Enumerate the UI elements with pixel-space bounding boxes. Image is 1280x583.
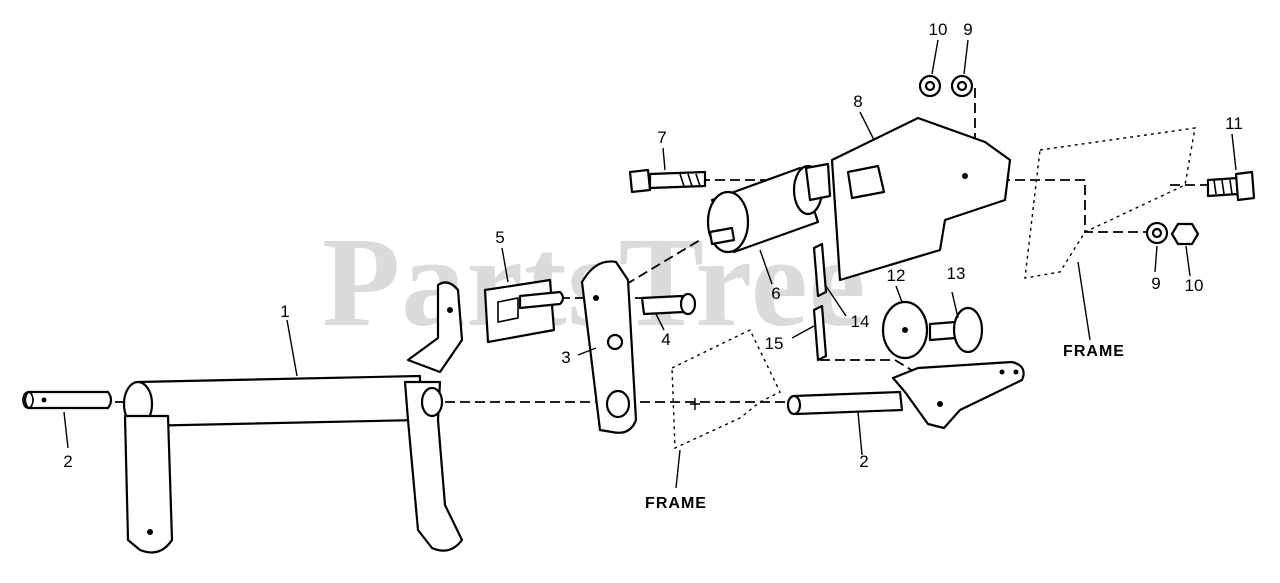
frame-label-left: FRAME [645,495,707,512]
callout-7: 7 [657,128,667,147]
pin-4 [640,292,697,316]
nut-washer-top [918,74,974,98]
callout-11: 11 [1225,114,1243,133]
bolt-11 [1206,170,1256,202]
callout-10-top: 10 [928,20,948,39]
callout-8: 8 [853,92,863,111]
callout-12: 12 [886,266,906,285]
cylinder-6 [706,162,832,254]
leader-lines [63,39,1237,489]
plate-5 [483,278,565,344]
disc-12 [881,300,929,360]
callout-13: 13 [946,264,966,283]
shaft-1 [122,281,464,554]
bolt-7 [628,168,707,194]
callout-2-left: 2 [63,452,73,471]
lever [891,360,1025,430]
pins-14-15 [812,242,828,362]
link-3 [580,260,638,434]
callout-1: 1 [280,302,290,321]
callout-2-right: 2 [859,452,869,471]
pin-2-right [786,390,904,416]
callout-5: 5 [495,228,505,247]
callout-9-top: 9 [963,20,973,39]
nut-washer-right [1145,221,1200,246]
bracket-8 [830,116,1012,282]
pin-2-left [22,390,113,410]
knob-13 [928,306,984,354]
callout-6: 6 [771,284,781,303]
frame-right-outline [1024,127,1196,279]
callout-9-right: 9 [1151,274,1161,293]
frame-label-right: FRAME [1063,343,1125,360]
frame-left-outline [671,329,781,450]
callout-14: 14 [850,312,870,331]
callout-10-right: 10 [1184,276,1204,295]
callout-3: 3 [561,348,571,367]
callout-4: 4 [661,330,671,349]
callout-15: 15 [764,334,784,353]
